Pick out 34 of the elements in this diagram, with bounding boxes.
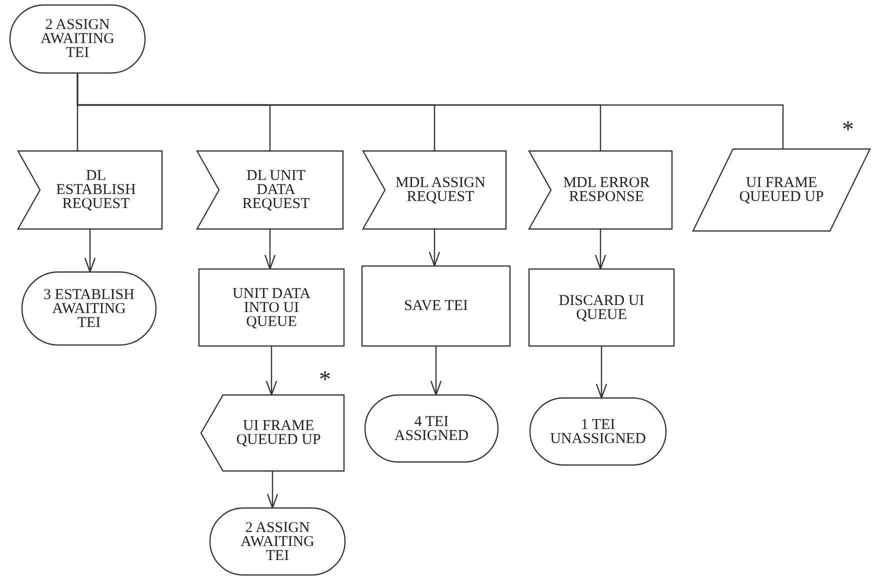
node-label: DISCARD UI QUEUE: [558, 294, 646, 322]
arrow: [428, 229, 440, 267]
node-label: DL UNIT DATA REQUEST: [241, 169, 311, 211]
arrow: [596, 346, 608, 399]
node-label: 4 TEI ASSIGNED: [393, 414, 470, 442]
node-label: DL ESTABLISH REQUEST: [55, 169, 137, 211]
node-label: 1 TEI UNASSIGNED: [549, 418, 647, 446]
arrow: [266, 471, 278, 509]
task-box: [199, 269, 344, 346]
input-signal-box: [529, 151, 672, 229]
parallelogram-box: [693, 149, 870, 231]
arrow: [594, 229, 606, 270]
asterisk-note: *: [319, 370, 331, 390]
asterisk-note: *: [842, 120, 854, 140]
output-signal-box: [201, 395, 344, 471]
arrow: [264, 229, 276, 270]
node-label: 2 ASSIGN AWAITING TEI: [240, 520, 316, 562]
node-label: UI FRAME QUEUED UP: [738, 176, 825, 204]
arrow: [84, 229, 96, 273]
task-box: [529, 269, 674, 346]
node-label: UI FRAME QUEUED UP: [235, 419, 322, 447]
task-box: [362, 266, 510, 346]
arrow: [430, 346, 442, 396]
node-label: UNIT DATA INTO UI QUEUE: [231, 286, 312, 328]
input-signal-box: [197, 151, 343, 229]
input-signal-box: [363, 151, 506, 229]
input-signal-box: [18, 151, 162, 229]
node-label: 2 ASSIGN AWAITING TEI: [40, 18, 116, 60]
node-label: SAVE TEI: [404, 299, 468, 313]
connector-line: [76, 73, 784, 149]
node-label: 3 ESTABLISH AWAITING TEI: [42, 288, 136, 330]
arrow: [266, 346, 278, 396]
node-label: MDL ASSIGN REQUEST: [394, 176, 486, 204]
node-label: MDL ERROR RESPONSE: [562, 176, 651, 204]
